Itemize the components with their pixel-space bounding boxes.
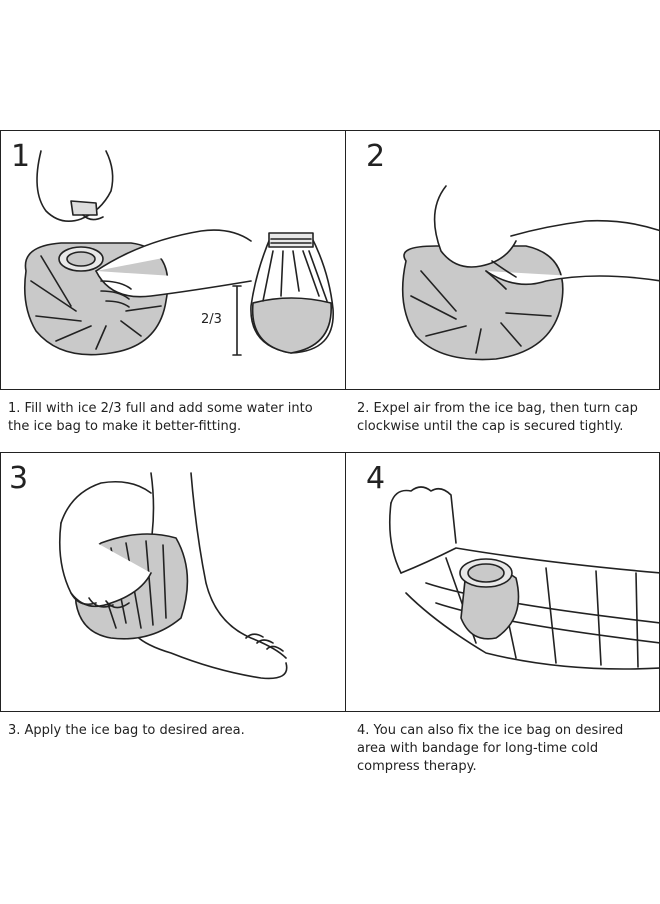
caption-line: 1. Fill with ice 2/3 full and add some w… xyxy=(8,401,313,416)
step-1-number: 1 xyxy=(11,139,31,174)
step-4-panel: 4 xyxy=(345,452,660,712)
step-2-number: 2 xyxy=(366,139,386,174)
caption-line: 2. Expel air from the ice bag, then turn… xyxy=(357,401,638,416)
step-4-illustration xyxy=(388,486,659,670)
step-3-number: 3 xyxy=(9,461,29,496)
caption-line: clockwise until the cap is secured tight… xyxy=(357,419,624,434)
ice-bag-shape xyxy=(23,242,169,356)
caption-line: 4. You can also fix the ice bag on desir… xyxy=(357,723,624,738)
caption-line: 3. Apply the ice bag to desired area. xyxy=(8,723,245,738)
caption-line: area with bandage for long-time cold xyxy=(357,741,599,756)
step-2-caption: 2. Expel air from the ice bag, then turn… xyxy=(357,400,657,436)
step-2-panel: 2 xyxy=(345,130,660,390)
step-2-illustration xyxy=(401,185,659,361)
fill-level-label: 2/3 xyxy=(201,312,222,327)
step-1-caption: 1. Fill with ice 2/3 full and add some w… xyxy=(8,400,343,436)
caption-line: compress therapy. xyxy=(357,759,477,774)
step-3-panel: 3 xyxy=(0,452,346,712)
step-3-illustration xyxy=(58,472,288,680)
step-1-illustration xyxy=(23,150,334,356)
step-4-number: 4 xyxy=(366,461,386,496)
step-4-caption: 4. You can also fix the ice bag on desir… xyxy=(357,722,657,776)
caption-line: the ice bag to make it better-fitting. xyxy=(8,419,242,434)
step-1-panel: 1 2/3 xyxy=(0,130,346,390)
step-3-caption: 3. Apply the ice bag to desired area. xyxy=(8,722,343,740)
